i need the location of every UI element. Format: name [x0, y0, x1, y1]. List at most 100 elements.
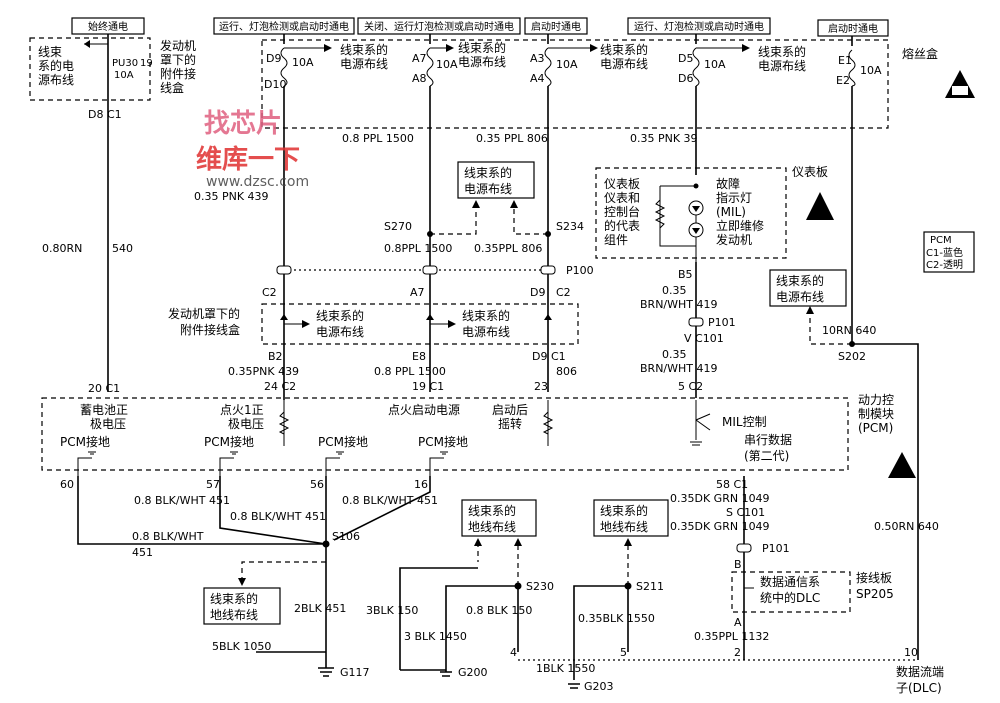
svg-text:2: 2	[734, 646, 741, 659]
svg-text:0.35PNK 439: 0.35PNK 439	[228, 365, 299, 378]
svg-text:线束系的: 线束系的	[600, 42, 648, 57]
svg-text:10A: 10A	[556, 58, 578, 71]
cluster-content: 仪表板 仪表和 控制台 的代表 组件 故障 指示灯 (MIL) 立即维修 发动机	[604, 176, 764, 262]
power-headers: 始终通电 运行、灯泡检测或启动时通电 关闭、运行灯泡检测或启动时通电 启动时通电…	[71, 17, 889, 37]
svg-text:E8: E8	[412, 350, 426, 363]
svg-text:D5: D5	[678, 52, 693, 65]
svg-text:0.8 BLK/WHT 451: 0.8 BLK/WHT 451	[342, 494, 438, 507]
svg-text:(PCM): (PCM)	[858, 421, 893, 435]
svg-text:C2: C2	[556, 286, 571, 299]
svg-text:统中的DLC: 统中的DLC	[760, 590, 820, 605]
svg-text:数据通信系: 数据通信系	[760, 574, 820, 589]
svg-text:线束系的: 线束系的	[758, 44, 806, 59]
svg-text:维库一下: 维库一下	[196, 144, 300, 175]
svg-text:0.35 PNK 439: 0.35 PNK 439	[194, 190, 269, 203]
svg-text:的代表: 的代表	[604, 218, 640, 233]
svg-text:C1-蓝色: C1-蓝色	[926, 246, 963, 259]
svg-text:1BLK 1550: 1BLK 1550	[536, 662, 595, 675]
svg-text:附件接: 附件接	[160, 66, 196, 81]
svg-text:故障: 故障	[716, 176, 740, 191]
svg-text:0.8 PPL 1500: 0.8 PPL 1500	[374, 365, 446, 378]
svg-text:0.35DK GRN 1049: 0.35DK GRN 1049	[670, 520, 770, 533]
svg-text:发动机罩下的: 发动机罩下的	[168, 306, 240, 321]
header-start-hot-2: 启动时通电	[828, 22, 878, 35]
svg-text:仪表板: 仪表板	[792, 165, 828, 179]
svg-text:58 C1: 58 C1	[716, 478, 748, 491]
power-harness-label: 线束系的	[464, 165, 512, 180]
svg-text:附件接线盒: 附件接线盒	[180, 322, 240, 337]
svg-text:线束系的: 线束系的	[210, 591, 258, 606]
svg-text:仪表板: 仪表板	[604, 177, 640, 191]
svg-text:D10: D10	[264, 78, 286, 91]
svg-text:G203: G203	[584, 680, 614, 693]
svg-text:S234: S234	[556, 220, 584, 233]
svg-text:接线板: 接线板	[856, 570, 892, 585]
header-start-hot: 启动时通电	[531, 20, 581, 33]
svg-text:线束系的: 线束系的	[462, 308, 510, 323]
svg-text:电源布线: 电源布线	[600, 57, 648, 71]
svg-text:P100: P100	[566, 264, 594, 277]
svg-text:发动机: 发动机	[716, 232, 752, 247]
wire-640	[852, 343, 919, 660]
svg-text:A7: A7	[412, 52, 427, 65]
svg-text:立即维修: 立即维修	[716, 218, 764, 233]
svg-text:23: 23	[534, 380, 548, 393]
svg-text:动力控: 动力控	[858, 393, 894, 407]
svg-text:线束系的: 线束系的	[776, 273, 824, 288]
svg-text:0.50RN 640: 0.50RN 640	[874, 520, 939, 533]
svg-text:PCM接地: PCM接地	[418, 434, 468, 449]
svg-text:PCM接地: PCM接地	[318, 434, 368, 449]
esd-icon	[806, 192, 834, 220]
conn-d8-c1: D8 C1	[88, 108, 122, 121]
svg-text:10A: 10A	[704, 58, 726, 71]
svg-text:2BLK 451: 2BLK 451	[294, 602, 346, 615]
svg-text:5BLK 1050: 5BLK 1050	[212, 640, 271, 653]
svg-text:0.35 PNK 39: 0.35 PNK 39	[630, 132, 698, 145]
svg-text:P101: P101	[762, 542, 790, 555]
svg-text:0.35: 0.35	[662, 284, 687, 297]
svg-text:G200: G200	[458, 666, 488, 679]
svg-text:A3: A3	[530, 52, 545, 65]
svg-text:3 BLK 1450: 3 BLK 1450	[404, 630, 467, 643]
svg-text:10RN 640: 10RN 640	[822, 324, 876, 337]
svg-text:找芯片: 找芯片	[204, 109, 282, 139]
svg-text:控制台: 控制台	[604, 204, 640, 219]
svg-text:57: 57	[206, 478, 220, 491]
svg-text:E1: E1	[838, 54, 852, 67]
svg-text:指示灯: 指示灯	[716, 190, 752, 205]
svg-text:0.35DK GRN 1049: 0.35DK GRN 1049	[670, 492, 770, 505]
svg-text:串行数据: 串行数据	[744, 432, 792, 447]
svg-text:A7: A7	[410, 286, 425, 299]
svg-text:S211: S211	[636, 580, 664, 593]
svg-text:0.35: 0.35	[662, 348, 687, 361]
svg-text:电源布线: 电源布线	[464, 182, 512, 196]
svg-text:电源布线: 电源布线	[458, 55, 506, 69]
underhood-box-2	[261, 303, 579, 345]
svg-text:10: 10	[904, 646, 918, 659]
svg-text:0.35 PPL 806: 0.35 PPL 806	[476, 132, 548, 145]
svg-text:线束系的: 线束系的	[340, 42, 388, 57]
svg-text:B2: B2	[268, 350, 283, 363]
svg-text:60: 60	[60, 478, 74, 491]
svg-text:源布线: 源布线	[38, 73, 74, 87]
svg-text:16: 16	[414, 478, 428, 491]
svg-text:线束系的: 线束系的	[468, 503, 516, 518]
svg-text:10A: 10A	[292, 56, 314, 69]
svg-text:20 C1: 20 C1	[88, 382, 120, 395]
fuse-symbols	[280, 47, 856, 87]
pcm-internals: 蓄电池正 极电压 点火1正 极电压 点火启动电源 启动后 摇转 MIL控制 串行…	[60, 400, 792, 476]
fuse-box-outline	[261, 39, 889, 129]
svg-text:BRN/WHT 419: BRN/WHT 419	[640, 362, 717, 375]
svg-text:540: 540	[112, 242, 133, 255]
svg-text:发动机: 发动机	[160, 38, 196, 53]
svg-text:10A: 10A	[436, 58, 458, 71]
svg-text:PCM: PCM	[930, 235, 952, 246]
svg-text:仪表和: 仪表和	[604, 191, 640, 205]
svg-text:5 C2: 5 C2	[678, 380, 703, 393]
p100-pins	[276, 265, 556, 275]
esd-icon-2	[888, 452, 916, 478]
svg-text:D6: D6	[678, 72, 693, 85]
svg-text:组件: 组件	[604, 233, 628, 247]
